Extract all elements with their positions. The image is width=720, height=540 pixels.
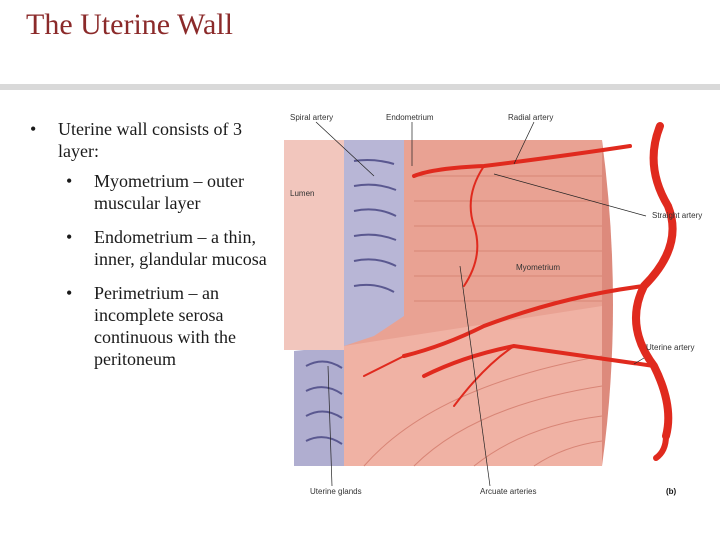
uterine-wall-illustration: Spiral artery Endometrium Radial artery …: [284, 106, 720, 498]
cut-face: [344, 306, 602, 466]
label-endometrium: Endometrium: [386, 113, 434, 122]
artery-network: [363, 122, 677, 461]
outer-wall-curve: [602, 140, 613, 466]
title-divider: [0, 84, 720, 90]
muscle-stripes: [414, 175, 602, 302]
label-uterine-glands: Uterine glands: [310, 487, 362, 496]
sub-bullet-myometrium: Myometrium – outer muscular layer: [30, 170, 270, 214]
label-panel-b: (b): [666, 487, 677, 496]
bullet-main: Uterine wall consists of 3 layer:: [30, 118, 270, 162]
label-lumen: Lumen: [290, 189, 314, 198]
sub-bullet-endometrium: Endometrium – a thin, inner, glandular m…: [30, 226, 270, 270]
bullet-list: Uterine wall consists of 3 layer: Myomet…: [30, 118, 270, 382]
sub-bullet-perimetrium: Perimetrium – an incomplete serosa conti…: [30, 282, 270, 370]
lumen-strip: [284, 140, 344, 350]
label-uterine-artery: Uterine artery: [646, 343, 694, 352]
slide-title: The Uterine Wall: [26, 8, 233, 41]
label-radial-artery: Radial artery: [508, 113, 553, 122]
uterine-wall-svg: Spiral artery Endometrium Radial artery …: [284, 113, 702, 496]
endometrium-layer: [344, 140, 404, 346]
uterine-glands: [305, 159, 397, 445]
label-arcuate-arteries: Arcuate arteries: [480, 487, 536, 496]
leader-lines: [315, 121, 647, 487]
label-spiral-artery: Spiral artery: [290, 113, 333, 122]
label-straight-artery: Straight artery: [652, 211, 702, 220]
label-myometrium: Myometrium: [516, 263, 560, 272]
sub-bullet-list: Myometrium – outer muscular layer Endome…: [30, 170, 270, 370]
endometrium-lower: [294, 346, 344, 466]
